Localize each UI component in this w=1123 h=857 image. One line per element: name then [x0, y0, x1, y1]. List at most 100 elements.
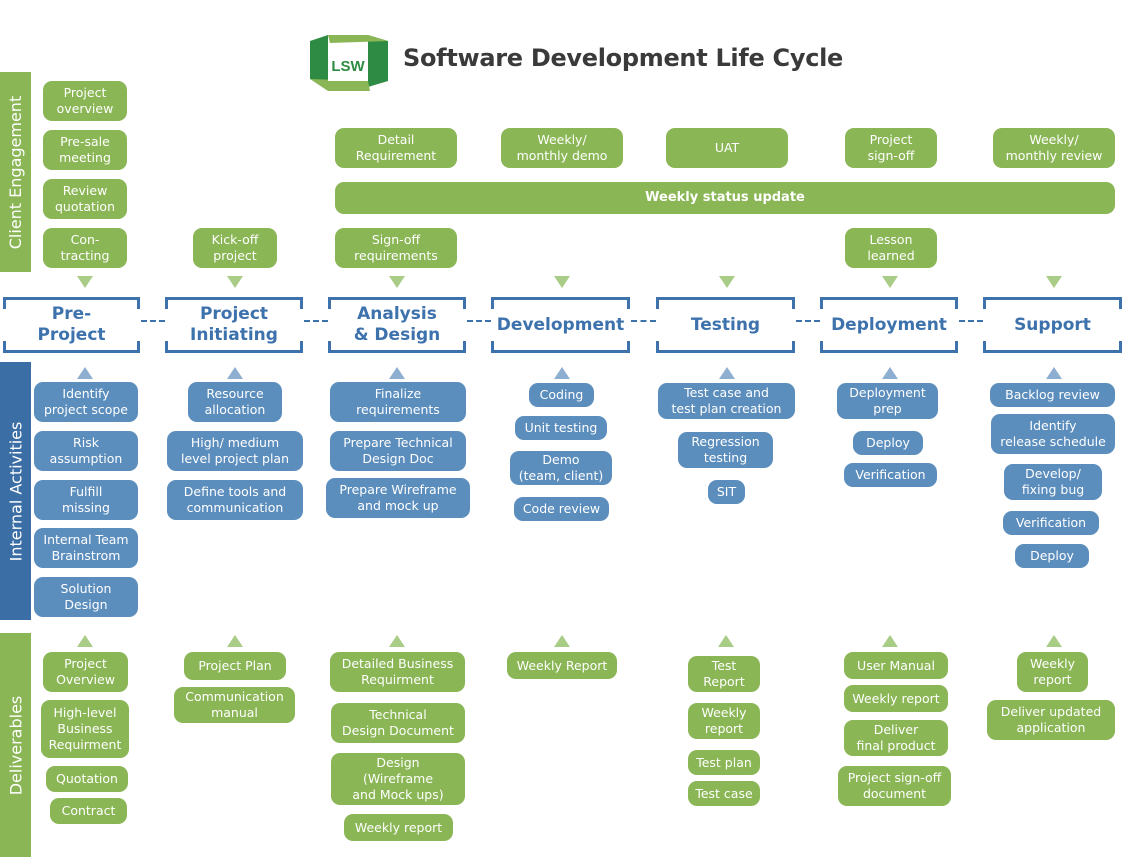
client-box: Kick-off project — [193, 228, 277, 268]
phase-connector — [959, 320, 983, 322]
phase-label: Testing — [690, 314, 761, 335]
phase-label: Support — [1014, 314, 1091, 335]
arrow-up-icon — [719, 367, 735, 379]
band-label: Internal Activities — [6, 421, 25, 561]
phase-connector — [467, 320, 491, 322]
activity-box: Identify project scope — [34, 382, 138, 422]
phase-testing: Testing — [656, 297, 795, 353]
page-title: Software Development Life Cycle — [403, 44, 844, 72]
arrow-down-icon — [554, 276, 570, 288]
activity-box: Verification — [844, 463, 937, 487]
deliverable-box: Weekly report — [688, 703, 760, 739]
arrow-down-icon — [1046, 276, 1062, 288]
arrow-up-icon — [227, 367, 243, 379]
client-box: Detail Requirement — [335, 128, 457, 168]
deliverable-box: Technical Design Document — [331, 703, 465, 743]
deliverable-box: Test case — [688, 781, 760, 806]
logo-left-face — [310, 35, 328, 85]
deliverable-box: Deliver updated application — [987, 700, 1115, 740]
arrow-down-icon — [77, 276, 93, 288]
arrow-up-icon — [1046, 367, 1062, 379]
deliverable-box: Detailed Business Requirment — [330, 652, 465, 692]
activity-box: Solution Design — [34, 577, 138, 617]
lsw-logo: LSW — [310, 35, 388, 91]
phase-connector — [304, 320, 328, 322]
phase-analysis-design: Analysis & Design — [328, 297, 466, 353]
activity-box: Code review — [514, 497, 609, 521]
activity-box: Deploy — [1015, 544, 1089, 568]
deliverable-box: Test plan — [688, 750, 760, 775]
client-box: Pre-sale meeting — [43, 130, 127, 170]
activity-box: Deploy — [853, 431, 923, 455]
deliverable-box: Deliver final product — [844, 720, 948, 756]
phase-pre-project: Pre- Project — [3, 297, 140, 353]
arrow-down-icon — [882, 276, 898, 288]
weekly-status-update-bar: Weekly status update — [335, 182, 1115, 214]
logo-text: LSW — [331, 58, 365, 75]
arrow-up-icon — [718, 635, 734, 647]
activity-box: SIT — [708, 480, 745, 504]
activity-box: Define tools and communication — [167, 480, 303, 520]
phase-connector — [796, 320, 820, 322]
arrow-up-icon — [554, 367, 570, 379]
activity-box: Demo (team, client) — [510, 451, 612, 485]
activity-box: Develop/ fixing bug — [1004, 464, 1102, 500]
client-box: Con- tracting — [43, 228, 127, 268]
activity-box: Verification — [1003, 511, 1099, 535]
deliverable-box: Project Plan — [184, 652, 286, 680]
client-box: UAT — [666, 128, 788, 168]
phase-connector — [141, 320, 165, 322]
band-label: Deliverables — [6, 695, 25, 795]
activity-box: Deployment prep — [837, 383, 938, 419]
logo-bottom-face — [310, 79, 370, 91]
arrow-up-icon — [554, 635, 570, 647]
phase-development: Development — [491, 297, 630, 353]
deliverable-box: User Manual — [844, 652, 948, 679]
deliverable-box: Quotation — [46, 766, 128, 792]
arrow-up-icon — [1046, 635, 1062, 647]
arrow-up-icon — [882, 635, 898, 647]
phase-label: Pre- Project — [37, 304, 106, 345]
deliverable-box: Contract — [50, 798, 127, 824]
arrow-down-icon — [389, 276, 405, 288]
arrow-up-icon — [77, 367, 93, 379]
logo-right-face — [368, 35, 388, 87]
band-client-engagement: Client Engagement — [0, 72, 31, 272]
client-box: Lesson learned — [845, 228, 937, 268]
activity-box: Regression testing — [678, 432, 773, 468]
activity-box: Backlog review — [990, 383, 1115, 407]
client-box: Project overview — [43, 81, 127, 121]
arrow-up-icon — [227, 635, 243, 647]
deliverable-box: Weekly report — [1017, 652, 1088, 692]
activity-box: Prepare Technical Design Doc — [330, 431, 466, 471]
deliverable-box: High-level Business Requirment — [41, 700, 129, 758]
client-box: Project sign-off — [845, 128, 937, 168]
client-box: Review quotation — [43, 179, 127, 219]
phase-label: Development — [496, 314, 625, 335]
arrow-up-icon — [882, 367, 898, 379]
logo-top-face — [328, 35, 388, 43]
phase-project-initiating: Project Initiating — [165, 297, 303, 353]
deliverable-box: Communication manual — [174, 687, 295, 723]
band-internal-activities: Internal Activities — [0, 362, 31, 620]
band-deliverables: Deliverables — [0, 633, 31, 857]
logo-front-face — [328, 43, 368, 81]
arrow-down-icon — [719, 276, 735, 288]
deliverable-box: Weekly report — [344, 814, 453, 841]
activity-box: Prepare Wireframe and mock up — [326, 478, 470, 518]
activity-box: Risk assumption — [34, 431, 138, 471]
arrow-up-icon — [77, 635, 93, 647]
activity-box: Identify release schedule — [991, 414, 1115, 454]
activity-box: Internal Team Brainstrom — [34, 528, 138, 568]
deliverable-box: Test Report — [688, 656, 760, 692]
phase-deployment: Deployment — [820, 297, 958, 353]
activity-box: Resource allocation — [188, 382, 282, 422]
phase-label: Deployment — [831, 314, 947, 335]
client-box: Weekly/ monthly demo — [501, 128, 623, 168]
deliverable-box: Weekly report — [844, 685, 948, 712]
deliverable-box: Weekly Report — [507, 652, 617, 679]
activity-box: High/ medium level project plan — [167, 431, 303, 471]
phase-label: Analysis & Design — [353, 304, 441, 345]
arrow-down-icon — [227, 276, 243, 288]
arrow-up-icon — [389, 367, 405, 379]
